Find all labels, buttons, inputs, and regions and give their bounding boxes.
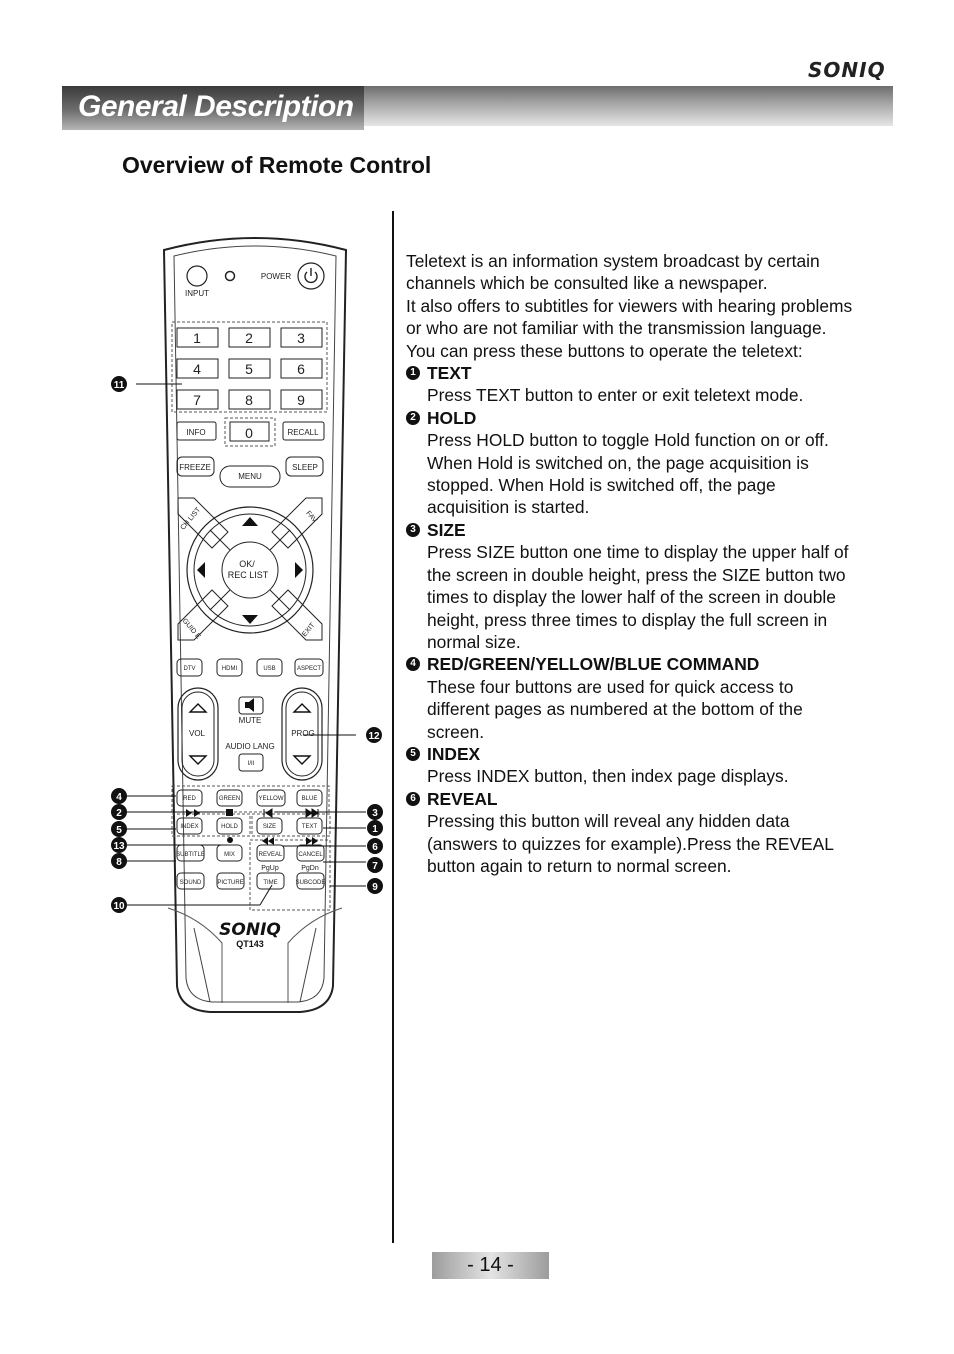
audio-lang-button: I/II [248, 761, 255, 767]
svg-text:8: 8 [245, 392, 253, 408]
recall-button: RECALL [287, 428, 319, 437]
sleep-button: SLEEP [292, 463, 318, 472]
mix-button: MIX [224, 852, 235, 858]
dtv-button: DTV [184, 666, 196, 672]
callout-13: 13 [113, 841, 125, 852]
svg-text:1: 1 [193, 330, 201, 346]
menu-button: MENU [238, 472, 262, 481]
cancel-button: CANCEL [298, 852, 323, 858]
size-button: SIZE [263, 824, 276, 830]
section-title: Overview of Remote Control [122, 152, 432, 178]
left-arrow-icon [197, 562, 205, 578]
callout-1: 1 [372, 824, 378, 835]
svg-text:5: 5 [245, 361, 253, 377]
callout-4: 4 [116, 792, 122, 803]
remote-brand: SONIQ [219, 920, 281, 940]
hold-button: HOLD [221, 824, 238, 830]
power-label: POWER [261, 272, 291, 281]
page-number: - 14 - [432, 1252, 549, 1279]
item-text-description: Press TEXT button to enter or exit telet… [427, 385, 804, 406]
vol-label: VOL [189, 729, 206, 738]
up-arrow-icon [242, 517, 258, 526]
remote-model: QT143 [236, 939, 264, 949]
input-label: INPUT [185, 289, 209, 298]
callout-6: 6 [372, 842, 378, 853]
callout-3: 3 [372, 808, 378, 819]
item-size-description: Press SIZE button one time to display th… [427, 542, 849, 652]
picture-button: PICTURE [217, 880, 243, 886]
callout-11: 11 [114, 380, 125, 391]
aspect-button: ASPECT [297, 666, 321, 672]
brand-logo: SONIQ [808, 58, 886, 82]
subcode-button: SUBCODE [296, 880, 326, 886]
svg-text:3: 3 [297, 330, 305, 346]
input-button [186, 265, 208, 287]
indicator-led [224, 270, 236, 282]
prog-label: PROG [291, 729, 315, 738]
right-arrow-icon [295, 562, 303, 578]
svg-text:4: 4 [193, 361, 201, 377]
callout-5: 5 [116, 825, 122, 836]
power-button [297, 262, 325, 290]
callout-10: 10 [113, 901, 125, 912]
subtitle-button: SUBTITLE [176, 852, 205, 858]
callout-2: 2 [116, 808, 122, 819]
green-button: GREEN [219, 796, 240, 802]
item-color-description: These four buttons are used for quick ac… [427, 676, 803, 742]
red-button: RED [183, 796, 196, 802]
down-arrow-icon [242, 615, 258, 624]
freeze-button: FREEZE [179, 463, 211, 472]
svg-text:9: 9 [297, 392, 305, 408]
svg-text:6: 6 [297, 361, 305, 377]
time-button: TIME [263, 880, 277, 886]
audio-lang-label: AUDIO LANG [225, 742, 274, 751]
callout-layer: 11 12 4 2 5 13 8 10 3 1 6 7 9 [111, 376, 383, 913]
intro-paragraph-3: You can press these buttons to operate t… [406, 340, 803, 361]
hdmi-button: HDMI [222, 666, 238, 672]
item-index-description: Press INDEX button, then index page disp… [427, 766, 789, 787]
vol-down-icon [188, 755, 208, 765]
reveal-button: REVEAL [259, 852, 283, 858]
text-button: TEXT [302, 824, 318, 830]
vol-up-icon [188, 703, 208, 713]
banner-tab [62, 86, 364, 130]
zero-button: 0 [245, 425, 253, 441]
item-hold-description: Press HOLD button to toggle Hold functio… [427, 430, 829, 518]
pgdn-label: PgDn [301, 865, 319, 872]
blue-button: BLUE [302, 796, 318, 802]
intro-paragraph-2: It also offers to subtitles for viewers … [406, 295, 853, 339]
teletext-description: Teletext is an information system broadc… [406, 250, 856, 877]
prog-down-icon [292, 755, 312, 765]
sound-button: SOUND [180, 880, 202, 886]
rec-list-label: REC LIST [228, 570, 269, 580]
callout-9: 9 [372, 882, 378, 893]
power-icon [304, 271, 318, 284]
prog-up-icon [292, 703, 312, 713]
index-button: INDEX [180, 824, 198, 830]
pgup-label: PgUp [261, 865, 279, 872]
number-pad: 1 2 3 4 5 6 7 8 9 [176, 327, 323, 410]
mute-icon [245, 698, 254, 712]
item-reveal-description: Pressing this button will reveal any hid… [427, 811, 834, 876]
callout-8: 8 [116, 857, 122, 868]
usb-button: USB [263, 666, 275, 672]
page-title: General Description [78, 90, 354, 123]
column-divider [392, 211, 394, 1243]
yellow-button: YELLOW [258, 796, 283, 802]
svg-text:2: 2 [245, 330, 253, 346]
ok-label: OK/ [239, 559, 255, 569]
info-button: INFO [186, 428, 205, 437]
callout-12: 12 [368, 731, 380, 742]
mute-label: MUTE [239, 716, 262, 725]
callout-7: 7 [372, 861, 378, 872]
intro-paragraph-1: Teletext is an information system broadc… [406, 251, 820, 294]
svg-text:7: 7 [193, 392, 201, 408]
remote-control-illustration: INPUT POWER 1 2 3 4 5 6 7 8 9 INFO 0 REC… [162, 237, 348, 1013]
